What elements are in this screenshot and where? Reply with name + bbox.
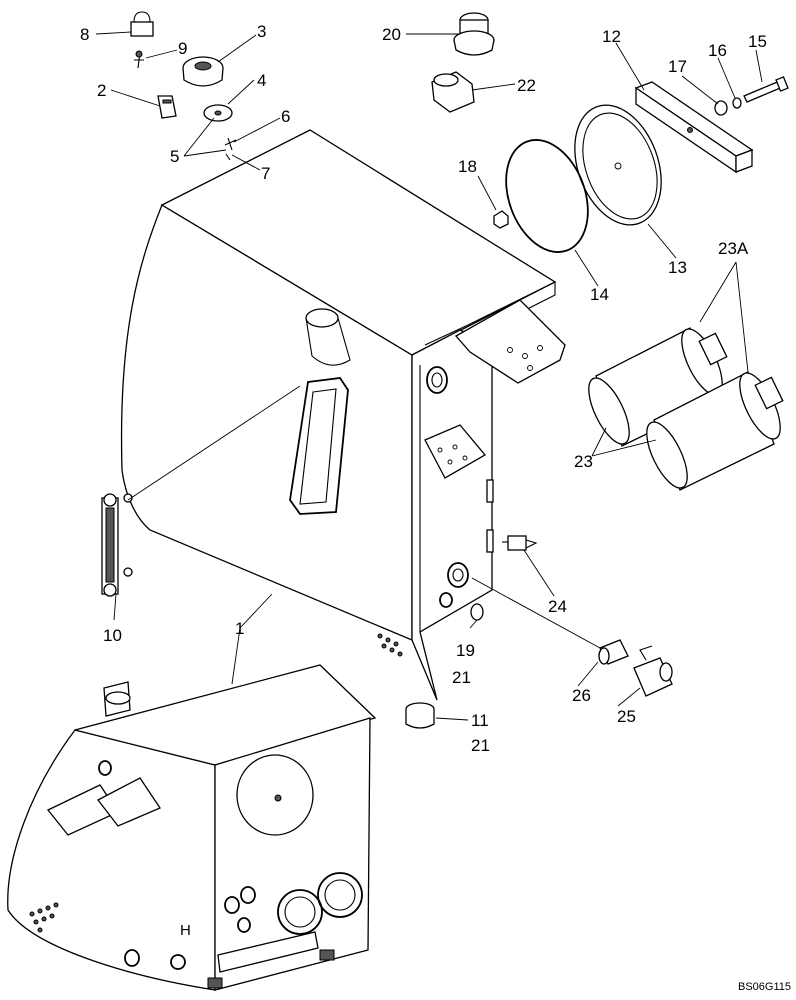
callout-18: 18	[458, 157, 477, 176]
gasket-part-4	[203, 104, 233, 122]
gasket-ring-part-14	[505, 139, 589, 253]
svg-text:H: H	[180, 922, 191, 939]
callout-21b: 21	[471, 736, 490, 755]
bolt-part-15	[743, 76, 789, 103]
nut-part-18	[493, 210, 509, 229]
adapter-part-22	[431, 71, 475, 113]
bar-part-12	[634, 81, 754, 174]
callout-6: 6	[281, 107, 290, 126]
callout-15: 15	[748, 32, 767, 51]
padlock-part-8	[130, 11, 154, 37]
cover-part-13	[574, 104, 662, 226]
washer-part-17	[714, 100, 728, 116]
callout-8: 8	[80, 25, 89, 44]
callout-7: 7	[261, 164, 270, 183]
washer-part-16	[732, 97, 742, 109]
clip-parts-6-7	[224, 137, 237, 161]
assembled-tank-view: H	[7, 664, 377, 991]
cap-part-11	[405, 702, 435, 729]
callout-25: 25	[617, 707, 636, 726]
cap-part-3	[182, 56, 224, 87]
callout-22: 22	[517, 76, 536, 95]
valve-part-25	[633, 645, 673, 697]
callout-1: 1	[235, 619, 244, 638]
callout-21a: 21	[452, 668, 471, 687]
callout-14: 14	[590, 285, 609, 304]
filter-part-23-left	[588, 327, 728, 447]
sensor-part-24	[502, 535, 538, 551]
vent-holes	[377, 633, 403, 657]
callout-5: 5	[170, 147, 179, 166]
hydraulic-tank	[120, 129, 566, 701]
callout-11: 11	[471, 711, 489, 730]
callout-17: 17	[668, 57, 687, 76]
sight-gauge-part-10	[101, 493, 133, 597]
breather-part-20	[453, 12, 495, 56]
callout-10: 10	[103, 626, 122, 645]
callout-2: 2	[97, 81, 106, 100]
callout-4: 4	[257, 71, 266, 90]
callout-13: 13	[668, 258, 687, 277]
callout-20: 20	[382, 25, 401, 44]
pin-part-9	[134, 50, 144, 69]
callout-23A: 23A	[718, 239, 749, 258]
callout-26: 26	[572, 686, 591, 705]
callout-19: 19	[456, 641, 475, 660]
drawing-code: BS06G115	[738, 981, 791, 993]
filter-part-23-right	[646, 371, 784, 491]
latch-part-2	[157, 95, 177, 119]
callout-3: 3	[257, 22, 266, 41]
plug-part-19	[470, 603, 484, 621]
callout-labels: 1 2 3 4 5 6 7 8 9 10 11 12 13 14 15 16 1…	[80, 22, 767, 755]
callout-24: 24	[548, 597, 567, 616]
callout-23: 23	[574, 452, 593, 471]
nipple-part-26	[598, 639, 629, 665]
callout-16: 16	[708, 41, 727, 60]
callout-9: 9	[178, 39, 187, 58]
callout-12: 12	[602, 27, 621, 46]
leader-lines	[95, 31, 763, 721]
